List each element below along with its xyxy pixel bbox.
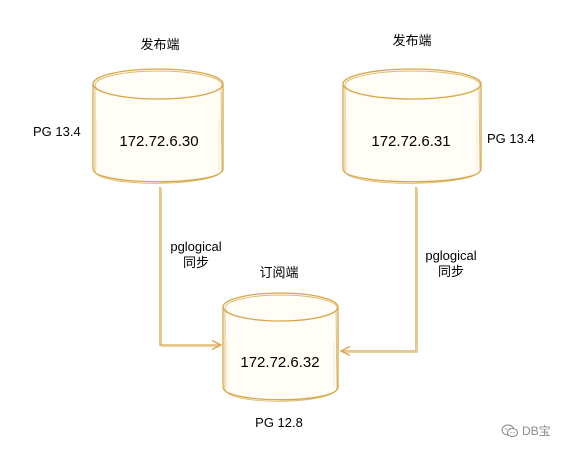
subscriber-role-label: 订阅端 bbox=[259, 265, 299, 280]
subscriber-version-label: PG 12.8 bbox=[255, 415, 303, 430]
edge-label-line2: 同步 bbox=[182, 255, 210, 270]
cylinder-body-sketch bbox=[344, 85, 481, 184]
wechat-icon bbox=[501, 424, 518, 437]
cylinder-hatch bbox=[96, 120, 220, 170]
cylinder-hatch bbox=[226, 340, 335, 388]
edge-line bbox=[159, 187, 220, 345]
publisher-2-ip-label: 172.72.6.31 bbox=[371, 133, 451, 150]
edge-label-publisher-2: pglogical 同步 bbox=[423, 247, 479, 281]
edge-label-line1: pglogical bbox=[170, 239, 222, 254]
edge-line-sketch bbox=[344, 188, 418, 353]
cylinder-hatch bbox=[346, 120, 478, 170]
watermark-text: DB宝 bbox=[522, 424, 551, 438]
cylinder-body-sketch bbox=[94, 85, 223, 184]
publisher-1-version-label: PG 13.4 bbox=[33, 124, 81, 139]
publisher-2-version-label: PG 13.4 bbox=[487, 131, 535, 146]
cylinder-top-sketch bbox=[224, 294, 338, 322]
edge-label-line1: pglogical bbox=[425, 248, 477, 263]
publisher-1-role-label: 发布端 bbox=[140, 37, 180, 52]
edge-label-line2: 同步 bbox=[437, 264, 465, 279]
cylinder-publisher-1 bbox=[92, 68, 224, 184]
cylinder-body-sketch bbox=[224, 308, 338, 402]
edge-line bbox=[342, 187, 417, 351]
watermark: DB宝 bbox=[501, 424, 551, 438]
publisher-1-ip-label: 172.72.6.30 bbox=[119, 133, 199, 150]
cylinder-top-sketch bbox=[94, 70, 223, 100]
cylinder-top-sketch bbox=[344, 70, 481, 100]
edge-publisher-1-to-subscriber bbox=[159, 187, 220, 347]
cylinder-publisher-2 bbox=[342, 68, 482, 184]
edge-publisher-2-to-subscriber bbox=[342, 187, 418, 353]
edge-label-publisher-1: pglogical 同步 bbox=[168, 238, 224, 272]
subscriber-ip-label: 172.72.6.32 bbox=[240, 354, 320, 371]
edge-line-sketch bbox=[161, 188, 218, 347]
cylinder-subscriber bbox=[222, 292, 339, 402]
publisher-2-role-label: 发布端 bbox=[392, 33, 432, 48]
